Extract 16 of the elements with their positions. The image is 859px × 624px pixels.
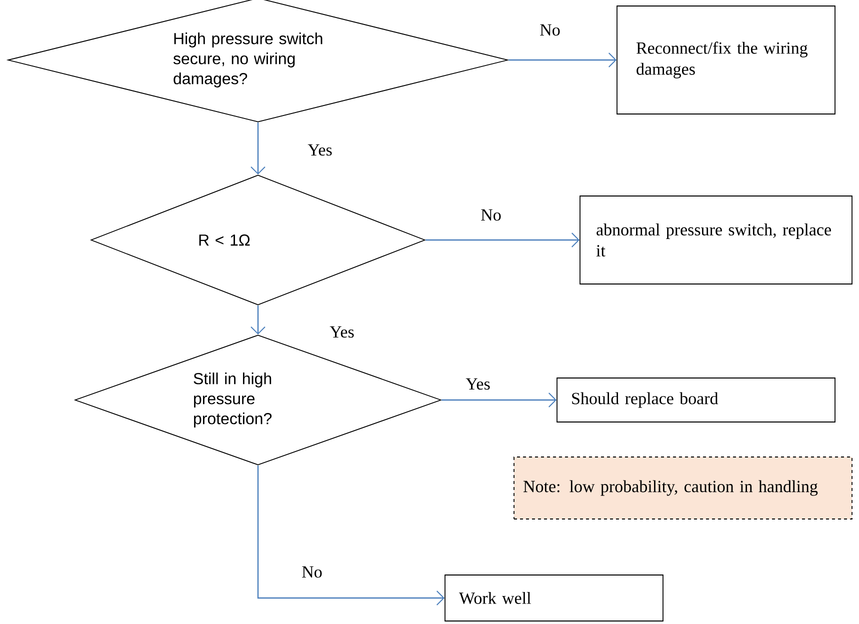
edge-label: Yes xyxy=(308,144,332,156)
process-box: abnormal pressure switch, replace it xyxy=(580,196,852,284)
arrow xyxy=(257,465,445,606)
process-box: Should replace board xyxy=(556,378,836,422)
edge-label: No xyxy=(481,209,501,221)
process-box: Work well xyxy=(444,574,664,622)
arrow xyxy=(425,232,580,248)
edge-label: No xyxy=(302,566,322,578)
process-box: Reconnect/fix the wiring damages xyxy=(616,6,836,114)
arrow xyxy=(441,392,557,408)
edge-label: No xyxy=(540,24,560,36)
arrow xyxy=(250,305,266,335)
arrow xyxy=(508,52,617,68)
note-box: Note: low probability, caution in handling xyxy=(514,456,852,520)
arrow xyxy=(250,122,266,175)
edge-label: Yes xyxy=(466,378,490,390)
